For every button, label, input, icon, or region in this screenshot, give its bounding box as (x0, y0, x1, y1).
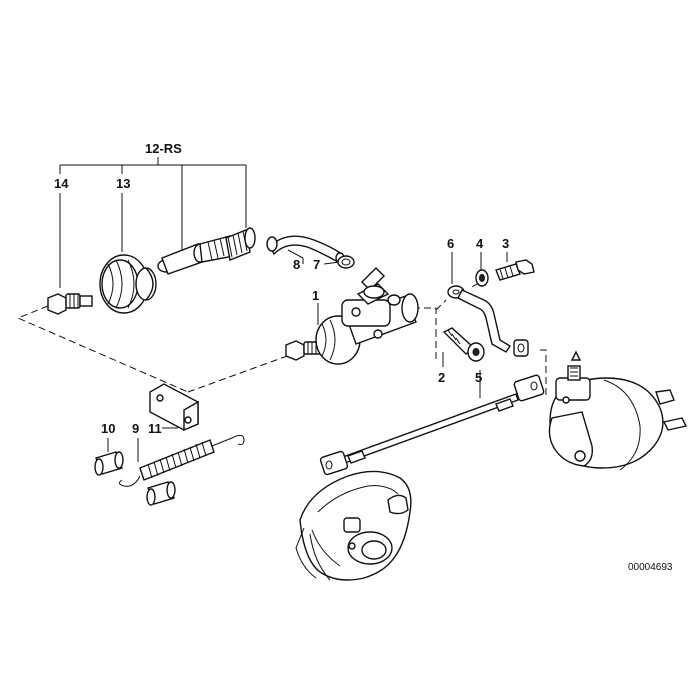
label-12-rs: 12-RS (145, 141, 182, 156)
leader-lines-12-rs (59, 157, 247, 288)
leader-lines (107, 249, 508, 462)
screw-2 (442, 327, 485, 362)
bracket-11 (149, 383, 199, 432)
bleed-screw-14 (47, 293, 93, 315)
label-2: 2 (438, 370, 445, 385)
bolt-3 (495, 259, 535, 281)
label-7: 7 (313, 257, 320, 272)
piston-spring (225, 229, 251, 261)
label-14: 14 (54, 176, 69, 191)
washer-4 (475, 269, 489, 287)
pedal-bracket-housing (295, 470, 412, 581)
label-3: 3 (502, 236, 509, 251)
label-5: 5 (475, 370, 482, 385)
label-10: 10 (101, 421, 115, 436)
clip-7 (337, 255, 355, 269)
label-6: 6 (447, 236, 454, 251)
pressure-line-5 (319, 374, 545, 476)
label-13: 13 (116, 176, 130, 191)
reference-number: 00004693 (628, 562, 673, 573)
label-8: 8 (293, 257, 300, 272)
fluid-line-6 (447, 285, 529, 357)
label-4: 4 (476, 236, 484, 251)
slave-cylinder (548, 350, 688, 471)
label-9: 9 (132, 421, 139, 436)
master-cylinder-1 (285, 267, 419, 365)
spring-9 (118, 434, 245, 487)
label-11: 11 (148, 421, 162, 436)
bushing-10 (94, 451, 176, 506)
hose-8 (266, 235, 345, 264)
label-1: 1 (312, 288, 319, 303)
rubber-boot-13 (99, 254, 157, 314)
piston-kit-12 (157, 227, 256, 275)
